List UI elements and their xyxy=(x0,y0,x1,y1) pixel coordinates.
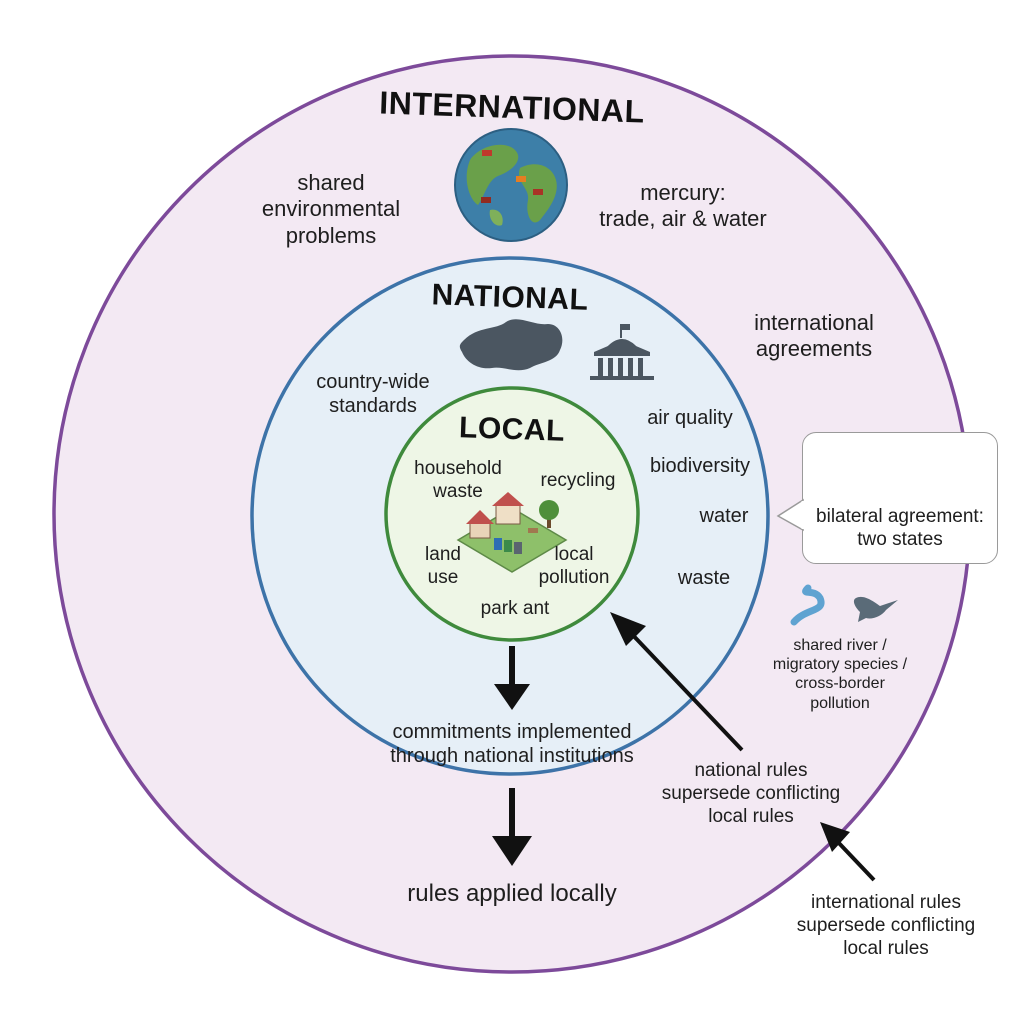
globe-icon xyxy=(454,128,568,242)
bird-icon xyxy=(853,596,898,622)
recycling-label: recycling xyxy=(540,470,616,491)
national-supersede-label: national rules supersede conflicting loc… xyxy=(661,760,841,827)
river-icon xyxy=(790,584,825,626)
international-supersede-label: international rules supersede conflictin… xyxy=(796,892,976,959)
commitments-label: commitments implemented through national… xyxy=(390,721,634,767)
arrow-down-2 xyxy=(492,788,532,866)
shared-problems-label: shared environmental problems xyxy=(261,170,401,248)
arrow-down-1 xyxy=(494,646,530,710)
government-building-icon xyxy=(590,324,654,380)
bilateral-agreement-label: bilateral agreement: two states xyxy=(816,506,984,550)
household-waste-label: household waste xyxy=(414,458,502,502)
country-map-icon xyxy=(459,319,563,371)
local-title: LOCAL xyxy=(458,411,566,448)
national-topic-waste: waste xyxy=(677,567,731,589)
neighborhood-icon xyxy=(456,492,568,573)
mercury-label: mercury: trade, air & water xyxy=(599,180,767,232)
land-use-label: land use xyxy=(425,544,461,588)
arrow-international-supersedes xyxy=(820,822,876,882)
national-topic-air-quality: air quality xyxy=(647,407,733,429)
shared-issues-label: shared river / migratory species / cross… xyxy=(772,637,908,712)
national-topic-biodiversity: biodiversity xyxy=(649,455,751,477)
rules-applied-locally-label: rules applied locally xyxy=(407,880,617,907)
international-agreements-label: international agreements xyxy=(754,310,874,362)
park-label: park ant xyxy=(480,598,550,619)
national-title: NATIONAL xyxy=(431,278,589,317)
arrow-national-supersedes xyxy=(610,612,744,752)
country-wide-standards-label: country-wide standards xyxy=(316,371,430,417)
local-pollution-label: local pollution xyxy=(538,544,610,588)
callout-pointer xyxy=(776,498,805,532)
bilateral-callout xyxy=(802,432,998,564)
national-topic-water: water xyxy=(699,505,749,527)
